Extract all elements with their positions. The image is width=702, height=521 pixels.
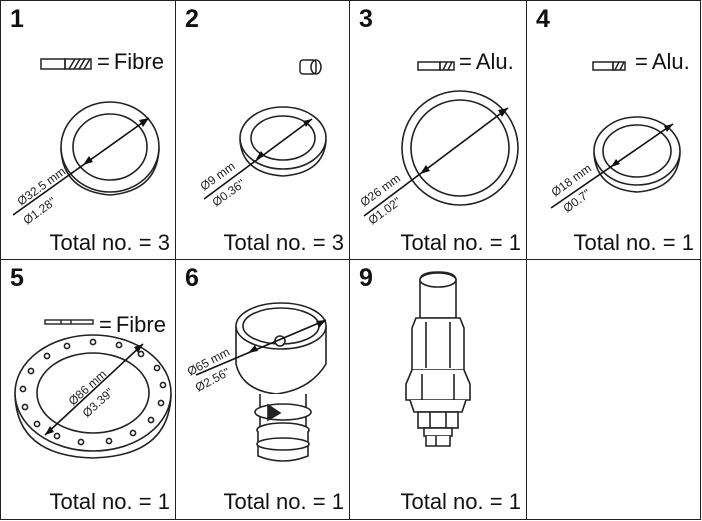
- alu-seal-icon: [417, 61, 455, 71]
- part-number: 9: [359, 264, 373, 292]
- gasket-drawing: Ø32.5 mm Ø1.28": [12, 58, 160, 227]
- material-label: =Alu.: [459, 49, 514, 74]
- total-count: Total no. = 1: [223, 489, 344, 514]
- washer-icon: [299, 59, 322, 75]
- valve-insert-drawing: Ø65 mm Ø2.56": [185, 302, 327, 462]
- diameter-line: [12, 117, 150, 216]
- flange-gasket: [14, 334, 172, 459]
- alu-gasket-ring: [401, 90, 519, 206]
- part-number: 4: [536, 5, 550, 33]
- part-cell-1: Ø32.5 mm Ø1.28" 1 =Fibre Total no. = 3: [0, 0, 177, 261]
- part-number: 1: [10, 5, 24, 33]
- empty-cell: [526, 259, 701, 520]
- gasket-drawing: Ø18 mm Ø0.7": [549, 61, 681, 215]
- total-count: Total no. = 1: [49, 489, 170, 514]
- material-label: =Fibre: [99, 312, 166, 337]
- total-count: Total no. = 3: [223, 230, 344, 255]
- small-washer-ring: [239, 106, 327, 177]
- valve-insert-icon: [235, 302, 327, 462]
- total-count: Total no. = 1: [400, 230, 521, 255]
- material-label: =Alu.: [635, 49, 690, 74]
- total-count: Total no. = 1: [400, 489, 521, 514]
- part-cell-9: 9 Total no. = 1: [349, 259, 528, 520]
- flat-seal-icon: [44, 319, 94, 325]
- part-cell-6: Ø65 mm Ø2.56" 6 Total no. = 1: [175, 259, 351, 520]
- pin-valve-icon: [405, 271, 471, 447]
- material-label: =Fibre: [97, 49, 164, 74]
- part-cell-4: Ø18 mm Ø0.7" 4 =Alu. Total no. = 1: [526, 0, 701, 261]
- flange-gasket-drawing: Ø86 mm Ø3.39": [14, 319, 172, 459]
- part-cell-2: Ø9 mm Ø0.36" 2 Total no. = 3: [175, 0, 351, 261]
- part-cell-5: Ø86 mm Ø3.39" 5 =Fibre Total no. = 1: [0, 259, 177, 520]
- part-number: 3: [359, 5, 373, 33]
- part-number: 6: [185, 264, 199, 292]
- total-count: Total no. = 1: [573, 230, 694, 255]
- alu-gasket-ring: [593, 116, 681, 193]
- part-number: 5: [10, 264, 24, 292]
- washer-drawing: Ø9 mm Ø0.36": [198, 59, 327, 209]
- gasket-drawing: Ø26 mm Ø1.02": [358, 61, 519, 227]
- fibre-gasket-ring: [60, 101, 160, 196]
- fibre-seal-icon: [40, 58, 92, 70]
- part-number: 2: [185, 5, 199, 33]
- pin-valve-drawing: [405, 271, 471, 447]
- total-count: Total no. = 3: [49, 230, 170, 255]
- part-cell-3: Ø26 mm Ø1.02" 3 =Alu. Total no. = 1: [349, 0, 528, 261]
- alu-seal-icon: [592, 61, 626, 71]
